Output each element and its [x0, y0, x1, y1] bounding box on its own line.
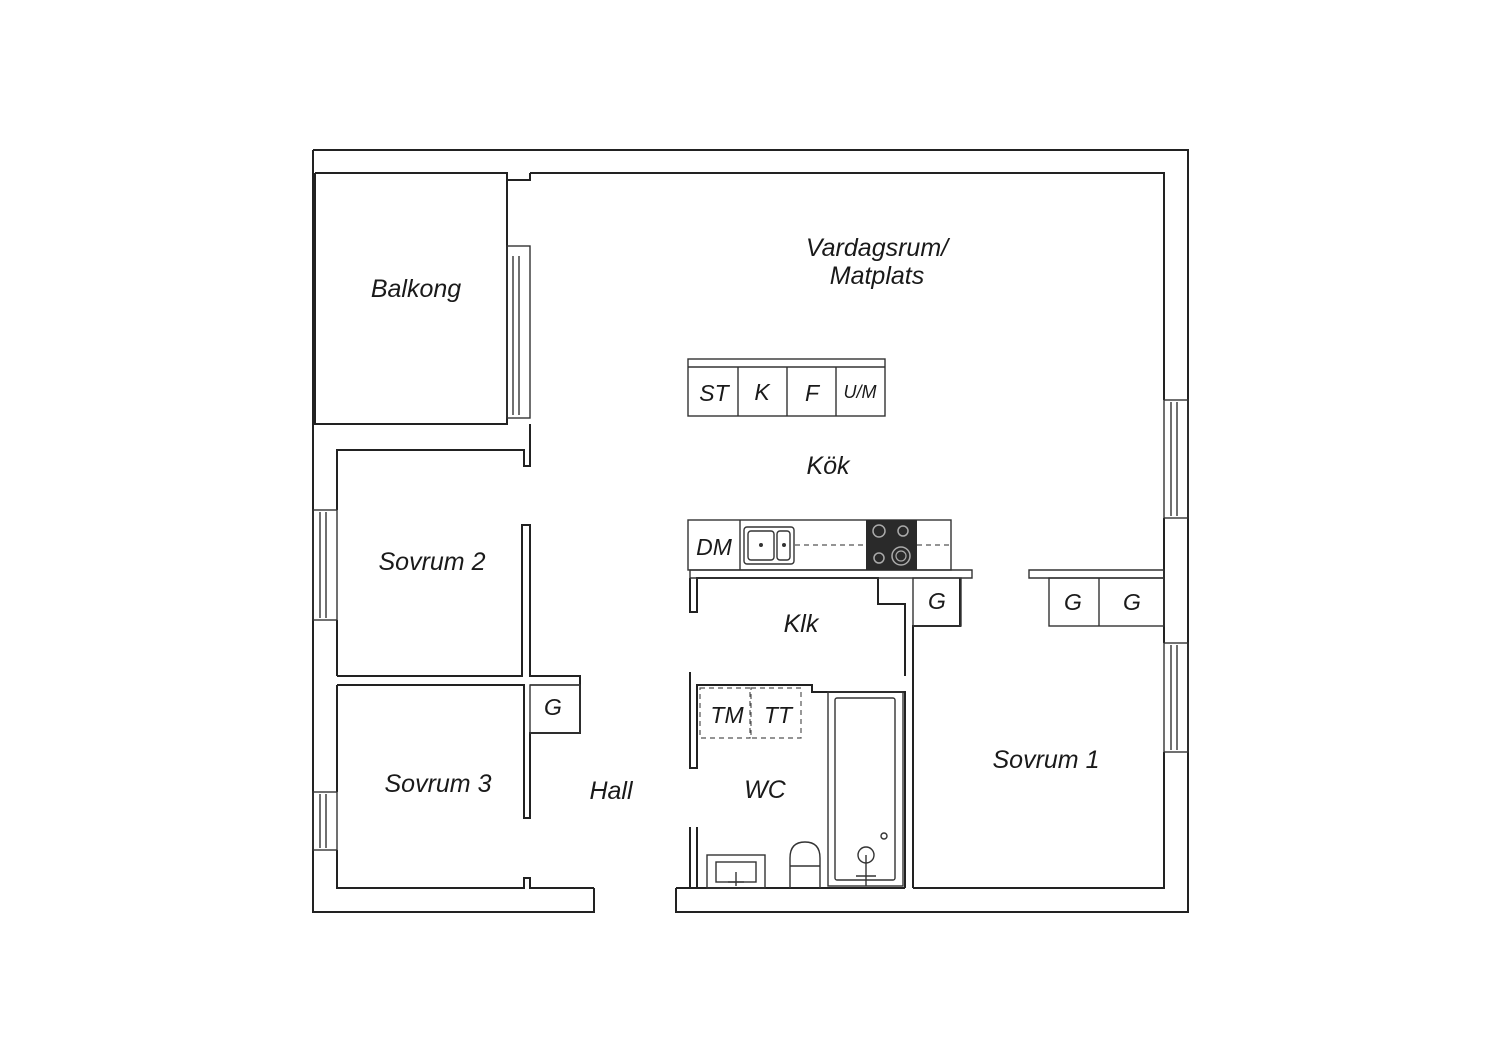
fixture-label-um: U/M: [844, 382, 877, 402]
room-label-balkong: Balkong: [371, 275, 461, 303]
interior-walls: [337, 524, 961, 888]
room-label-sovrum1: Sovrum 1: [993, 746, 1100, 774]
window-bedroom2: [312, 509, 338, 621]
room-labels: Balkong Vardagsrum/ Matplats Kök Sovrum …: [371, 234, 1100, 805]
window-living-right: [1163, 399, 1189, 519]
bathtub-icon: [827, 691, 904, 887]
room-label-sovrum2: Sovrum 2: [379, 548, 486, 576]
fixture-label-tt: TT: [764, 702, 794, 728]
window-bedroom1-right: [1163, 642, 1189, 753]
fixture-label-st: ST: [699, 380, 730, 406]
windows: [312, 399, 1189, 851]
fixture-label-g-bed1-b: G: [1123, 589, 1141, 615]
bathroom-fixtures: [699, 687, 904, 889]
fixture-label-g-hall: G: [544, 694, 562, 720]
fixture-labels: ST K F U/M DM G G G G TM TT: [544, 379, 1141, 728]
fixture-label-f: F: [805, 380, 821, 406]
kitchen-cabinets-top: [687, 358, 886, 417]
kitchen-sink: [743, 526, 795, 565]
hob-icon: [866, 520, 917, 570]
toilet-icon: [789, 841, 821, 888]
room-label-kok: Kök: [806, 452, 851, 480]
washbasin-icon: [706, 854, 766, 889]
room-label-sovrum3: Sovrum 3: [385, 770, 492, 798]
room-label-matplats: Matplats: [830, 262, 924, 290]
room-label-klk: Klk: [784, 610, 820, 638]
room-label-vardagsrum: Vardagsrum/: [806, 234, 951, 262]
fixture-label-dm: DM: [696, 534, 733, 560]
wardrobes: [529, 569, 1165, 734]
window-bedroom3: [312, 791, 338, 851]
fixture-label-k: K: [754, 379, 771, 405]
room-label-hall: Hall: [589, 777, 634, 805]
fixture-label-tm: TM: [710, 702, 744, 728]
fixture-label-g-bed1-a: G: [1064, 589, 1082, 615]
room-label-wc: WC: [744, 776, 787, 804]
fixture-label-g-kitchen: G: [928, 588, 946, 614]
balcony-outline: [314, 173, 531, 425]
